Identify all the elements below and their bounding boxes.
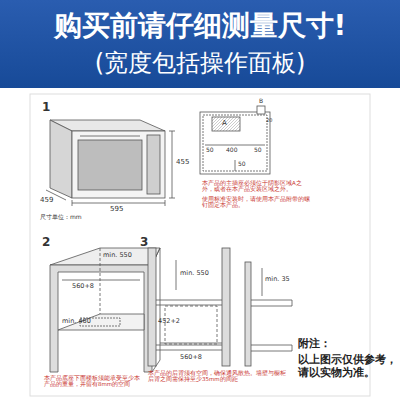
unit-note: 尺寸单位：mm	[40, 214, 82, 221]
banner	[0, 0, 400, 88]
dimension: 560+8	[180, 354, 202, 361]
dimension: 50	[206, 147, 214, 154]
dimension: min. 550	[103, 252, 132, 259]
dimension: 595	[110, 205, 123, 213]
red-note: 本产品的主插座必须位于阴影区域A之外，或者在本产品安装区域之外。	[202, 180, 312, 193]
dimension: 50	[254, 147, 262, 154]
dimension: 400	[226, 147, 237, 154]
dimension: 20	[266, 118, 272, 124]
column-section-figure	[148, 248, 292, 366]
dimension: 455	[176, 158, 189, 166]
panel	[30, 94, 370, 396]
red-note: 本产品底座下面楼板须能承受至少本产品的重量，并留有8mm的空间	[44, 375, 144, 388]
note-text: 以上图示仅供参考，请以实物为准。	[298, 354, 398, 379]
banner-subtitle: (宽度包括操作面板)	[95, 50, 306, 78]
dimension: min. 550	[180, 270, 209, 277]
cabinet-figure	[50, 248, 160, 372]
figure-number: 3	[140, 236, 148, 250]
red-note: 本产品的后背须有空间，确保通风散热。墙壁与橱柜后背之间需保持至少35mm的间距	[148, 370, 288, 383]
oven-figure	[46, 120, 175, 206]
callout-letter: A	[222, 119, 227, 127]
dimension: 560+8	[72, 283, 94, 290]
dimension: 452+2	[158, 318, 180, 325]
dimension: min. 460	[62, 318, 91, 325]
banner-title: 购买前请仔细测量尺寸!	[54, 10, 347, 42]
dimension: 50	[238, 161, 246, 168]
callout-letter: B	[259, 98, 263, 105]
red-note: 使用标准安装时，请使用本产品附带的螺钉固定本产品。	[202, 196, 312, 209]
dimension: min. 35	[265, 276, 290, 283]
figure-number: 1	[42, 101, 50, 115]
socket-zone-figure	[200, 106, 270, 174]
figure-number: 2	[42, 236, 50, 250]
dimension: 459	[40, 196, 53, 204]
note-heading: 附注：	[298, 338, 331, 351]
